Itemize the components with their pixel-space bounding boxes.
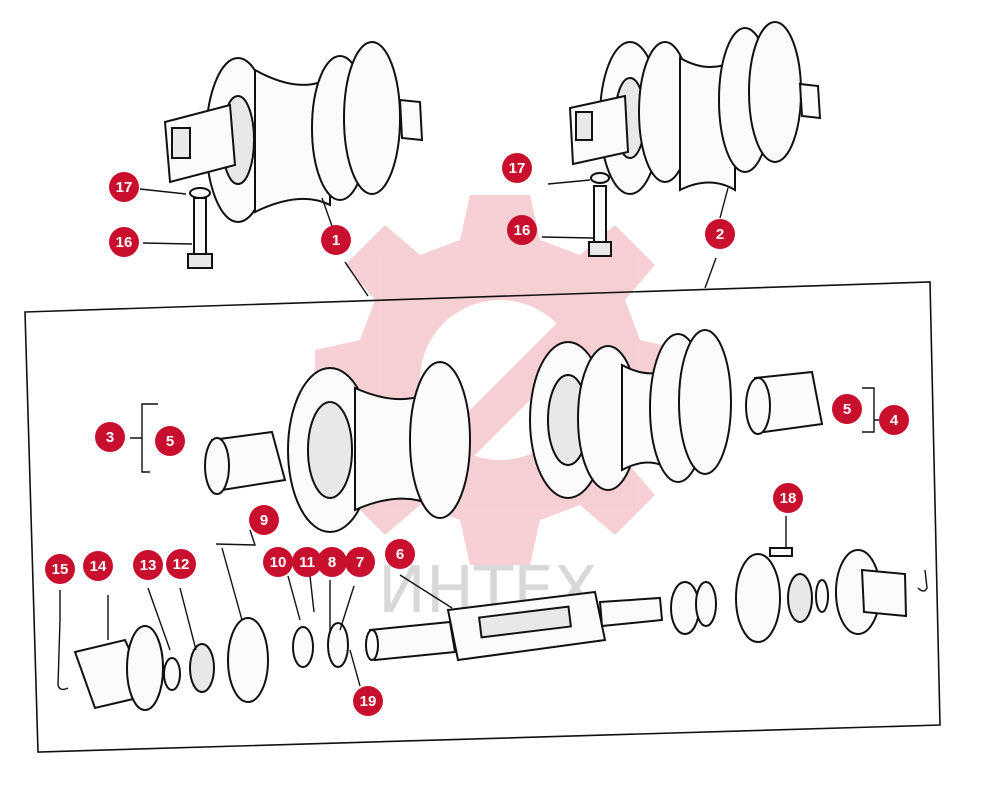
svg-text:19: 19 <box>360 693 377 710</box>
callout-marker <box>109 227 139 257</box>
callout-7: 7 <box>345 547 375 577</box>
callout-marker <box>832 394 862 424</box>
callout-12: 12 <box>166 549 196 579</box>
callout-marker <box>321 225 351 255</box>
callout-16-left: 16 <box>109 227 139 257</box>
svg-text:2: 2 <box>716 226 724 243</box>
svg-text:11: 11 <box>299 554 315 571</box>
roller-assembly-double-flange <box>568 21 822 195</box>
svg-text:16: 16 <box>116 234 133 251</box>
svg-text:13: 13 <box>140 557 157 574</box>
callout-marker <box>507 215 537 245</box>
callout-marker <box>385 539 415 569</box>
callout-marker <box>773 483 803 513</box>
callout-marker <box>345 547 375 577</box>
svg-text:17: 17 <box>509 160 526 177</box>
callout-marker <box>263 547 293 577</box>
middle-roller-double-flange <box>529 329 732 499</box>
callout-5-left: 5 <box>155 426 185 456</box>
callout-marker <box>249 505 279 535</box>
svg-text:6: 6 <box>396 546 404 563</box>
callout-marker <box>292 547 322 577</box>
callout-marker <box>317 547 347 577</box>
callout-8: 8 <box>317 547 347 577</box>
bushing-right <box>745 370 824 435</box>
callout-4: 4 <box>879 405 909 435</box>
callout-marker <box>353 686 383 716</box>
callout-1: 1 <box>321 225 351 255</box>
svg-text:7: 7 <box>356 554 364 571</box>
callout-marker <box>879 405 909 435</box>
right-end-parts <box>670 547 928 643</box>
callout-10: 10 <box>263 547 293 577</box>
callout-13: 13 <box>133 550 163 580</box>
svg-text:14: 14 <box>90 558 107 575</box>
svg-text:3: 3 <box>106 429 114 446</box>
svg-text:4: 4 <box>890 412 899 429</box>
svg-text:17: 17 <box>116 179 133 196</box>
callout-marker <box>705 219 735 249</box>
svg-text:5: 5 <box>843 401 851 418</box>
callout-marker <box>166 549 196 579</box>
bushing-left <box>204 430 287 495</box>
callout-17-left: 17 <box>109 172 139 202</box>
svg-text:16: 16 <box>514 222 531 239</box>
top-bolt-right <box>588 172 612 257</box>
callout-marker <box>95 422 125 452</box>
bracket-4 <box>862 387 880 433</box>
assembly-frame <box>24 281 941 753</box>
roller-assembly-single-flange <box>163 41 424 223</box>
svg-text:9: 9 <box>260 512 268 529</box>
callout-marker <box>155 426 185 456</box>
callout-marker <box>83 551 113 581</box>
callout-2: 2 <box>705 219 735 249</box>
svg-text:12: 12 <box>173 556 190 573</box>
callout-3: 3 <box>95 422 125 452</box>
left-end-parts <box>57 617 349 711</box>
bracket-3 <box>130 403 158 473</box>
callout-marker <box>133 550 163 580</box>
top-bolt-left <box>187 187 213 269</box>
callout-6: 6 <box>385 539 415 569</box>
callout-15: 15 <box>45 554 75 584</box>
frame-leader-lines <box>344 257 717 297</box>
callout-9: 9 <box>249 505 279 535</box>
callout-16-right: 16 <box>507 215 537 245</box>
svg-text:5: 5 <box>166 433 174 450</box>
svg-text:15: 15 <box>52 561 69 578</box>
middle-roller-single-flange <box>287 361 471 533</box>
callout-marker <box>45 554 75 584</box>
callout-5-right: 5 <box>832 394 862 424</box>
callout-leaders <box>59 179 787 687</box>
callout-17-right: 17 <box>502 153 532 183</box>
svg-text:1: 1 <box>332 232 340 249</box>
callout-19: 19 <box>353 686 383 716</box>
callout-18: 18 <box>773 483 803 513</box>
callout-14: 14 <box>83 551 113 581</box>
callout-marker <box>109 172 139 202</box>
svg-text:10: 10 <box>270 554 287 571</box>
callout-11: 11 <box>292 547 322 577</box>
shaft <box>365 590 664 662</box>
svg-text:18: 18 <box>780 490 797 507</box>
callout-marker <box>502 153 532 183</box>
svg-text:8: 8 <box>328 554 336 571</box>
